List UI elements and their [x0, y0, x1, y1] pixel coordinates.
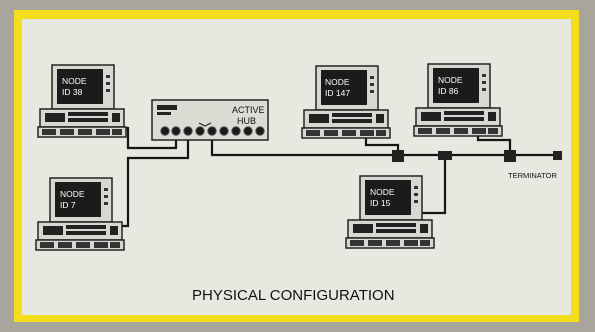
active-hub: ACTIVE HUB [151, 99, 269, 141]
node-label-line1: NODE [325, 77, 350, 87]
node-label-line2: ID 38 [62, 87, 83, 97]
node-label-line2: ID 7 [60, 200, 76, 210]
t-connector-1 [392, 150, 404, 162]
node-label-line1: NODE [60, 189, 85, 199]
node-label-line1: NODE [438, 75, 463, 85]
hub-label-line1: ACTIVE [232, 105, 265, 115]
node-15: NODE ID 15 [345, 175, 435, 249]
node-label-line2: ID 86 [438, 86, 459, 96]
diagram-caption: PHYSICAL CONFIGURATION [192, 287, 395, 304]
node-label-line1: NODE [62, 76, 87, 86]
hub-ports [160, 126, 265, 136]
terminator-label: TERMINATOR [508, 171, 557, 180]
node-86: NODE ID 86 [413, 63, 503, 137]
node-38: NODE ID 38 [37, 64, 127, 138]
node-label-line2: ID 15 [370, 198, 391, 208]
node-label-line2: ID 147 [325, 88, 350, 98]
hub-label-line2: HUB [237, 116, 256, 126]
cable-node-147 [364, 135, 400, 150]
t-connector-3 [504, 150, 516, 162]
terminator-plug [553, 151, 562, 160]
cable-node-15 [422, 155, 447, 215]
t-connector-2 [438, 151, 452, 160]
node-147: NODE ID 147 [301, 65, 391, 139]
hub-logo-icon [157, 105, 177, 110]
node-label-line1: NODE [370, 187, 395, 197]
node-7: NODE ID 7 [35, 177, 125, 251]
